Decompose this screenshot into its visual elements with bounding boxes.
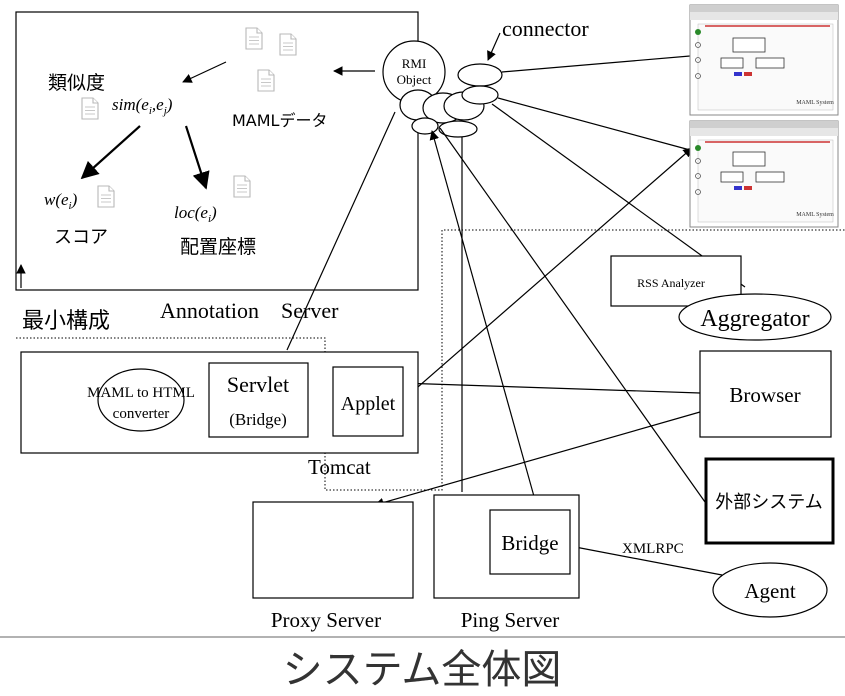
- ping-server-label: Ping Server: [461, 608, 560, 632]
- annotation-server-box: [15, 11, 419, 291]
- client-screenshot: MAML System: [689, 4, 839, 116]
- weight-formula: w(ei): [44, 190, 78, 212]
- maml-data-label: MAMLデータ: [232, 111, 327, 130]
- connection-line: [286, 111, 396, 351]
- xmlrpc-label: XMLRPC: [622, 541, 684, 557]
- location-formula: loc(ei): [174, 203, 217, 225]
- proxy-server-label: Proxy Server: [271, 608, 381, 632]
- tomcat-label: Tomcat: [308, 455, 371, 479]
- xmlrpc-arrow: [569, 542, 723, 576]
- browser-label: Browser: [729, 383, 800, 407]
- connector-oval: [461, 85, 499, 105]
- applet-label: Applet: [341, 393, 396, 415]
- browser-box: [699, 350, 832, 438]
- footer-title: システム全体図: [283, 647, 562, 693]
- aggregator-label: Aggregator: [700, 306, 809, 332]
- external-system-label: 外部システム: [715, 492, 822, 513]
- applet-box: [332, 366, 404, 437]
- connection-line: [497, 97, 691, 151]
- document-icon: [81, 97, 99, 120]
- placement-label: 配置座標: [180, 236, 256, 258]
- aggregator-oval: [678, 293, 832, 341]
- document-icon: [257, 69, 275, 92]
- flow-arrow: [80, 125, 141, 180]
- connection-line: [439, 127, 706, 503]
- minimal-config-boundary: [16, 229, 845, 491]
- screenshot-footer: MAML System: [796, 212, 834, 218]
- connector-oval: [457, 63, 503, 87]
- document-icon: [233, 175, 251, 198]
- connection-arrow: [374, 411, 701, 508]
- converter-oval: [97, 368, 185, 432]
- client-screenshot: MAML System: [689, 120, 839, 228]
- flow-arrow: [182, 61, 227, 83]
- external-system-box: [704, 457, 835, 545]
- rmi-label-line1: RMI: [402, 56, 427, 71]
- similarity-formula: sim(ei,ej): [112, 95, 173, 117]
- score-label: スコア: [54, 227, 108, 248]
- similarity-label: 類似度: [48, 72, 105, 94]
- rmi-label-line2: Object: [397, 72, 432, 87]
- rss-analyzer-label: RSS Analyzer: [637, 276, 705, 290]
- document-icon: [97, 185, 115, 208]
- document-icon: [279, 33, 297, 56]
- connector-label: connector: [502, 16, 589, 41]
- proxy-server-box: [252, 501, 414, 599]
- connection-arrow: [429, 130, 536, 501]
- connector-pointer: [487, 32, 501, 61]
- agent-label: Agent: [744, 579, 795, 603]
- connector-oval: [411, 117, 439, 135]
- servlet-box: [208, 362, 309, 438]
- servlet-label: Servlet: [227, 372, 289, 397]
- connection-arrow: [402, 147, 693, 401]
- annotation-server-label: Annotation Server: [160, 298, 339, 323]
- agent-oval: [712, 562, 828, 618]
- bridge-label: Bridge: [501, 531, 558, 555]
- bridge-box: [489, 509, 571, 575]
- screenshot-footer: MAML System: [796, 100, 834, 106]
- connector-oval: [438, 120, 478, 138]
- flow-arrow: [184, 125, 210, 190]
- document-icon: [245, 27, 263, 50]
- converter-label-line1: MAML to HTML: [87, 385, 195, 401]
- minimal-config-label: 最小構成: [22, 309, 110, 334]
- converter-label-line2: converter: [113, 406, 170, 422]
- servlet-sublabel: (Bridge): [229, 410, 287, 429]
- connection-line: [501, 55, 691, 73]
